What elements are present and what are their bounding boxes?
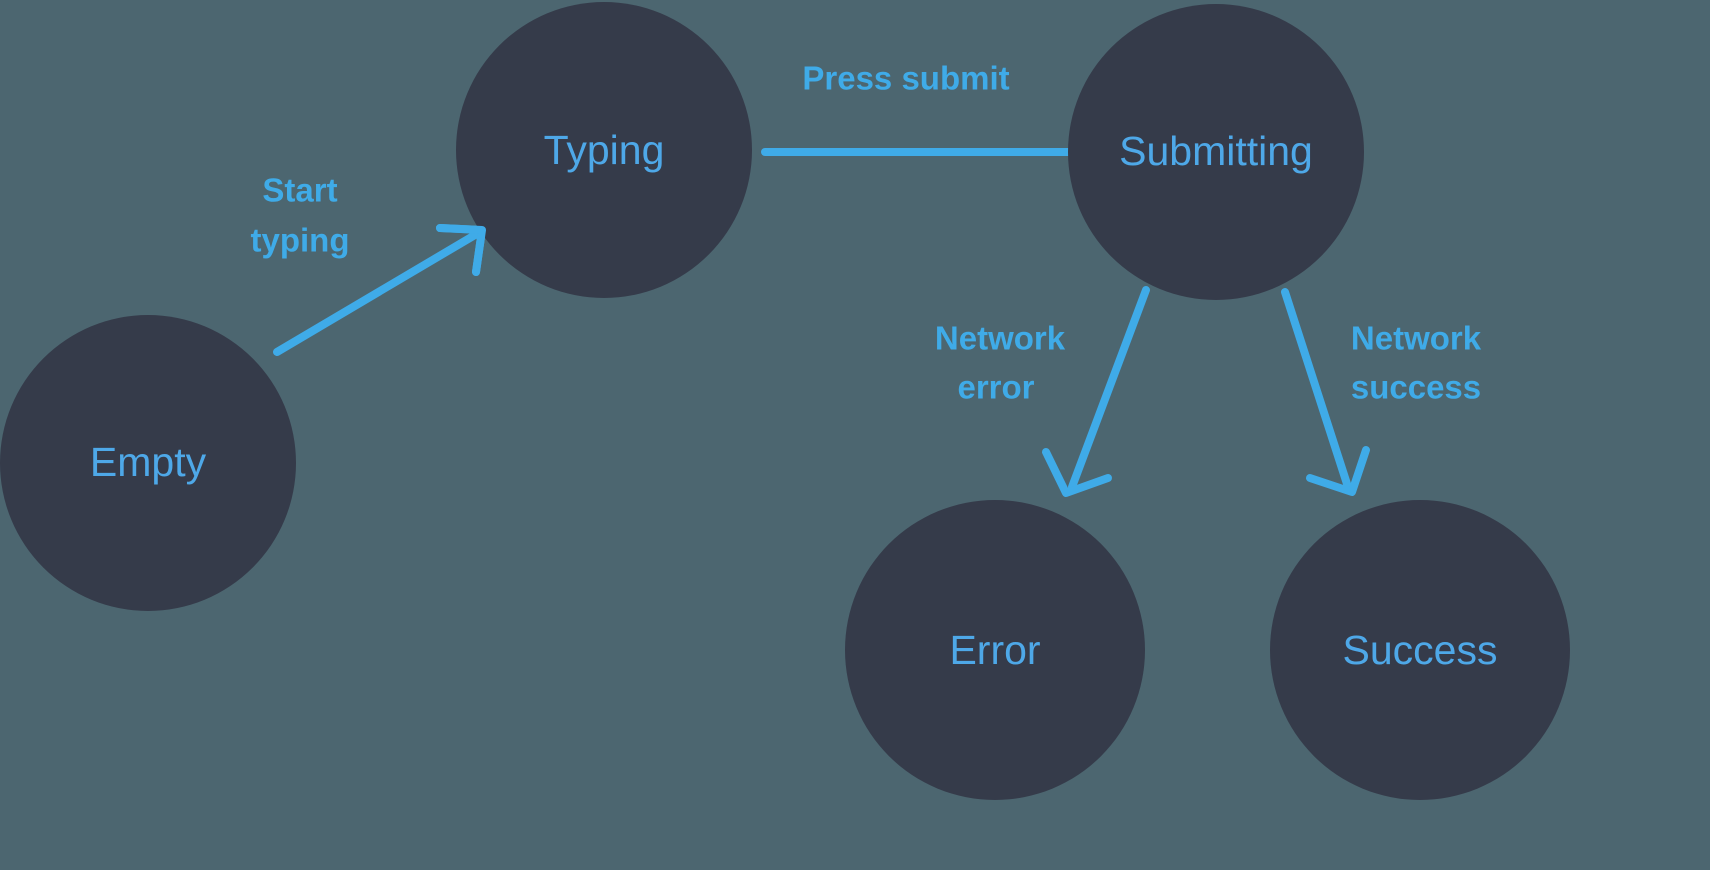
state-node-typing[interactable]: Typing — [456, 2, 752, 298]
edge-label-network-success-line2: success — [1351, 369, 1481, 406]
node-label-success: Success — [1343, 627, 1498, 673]
arrowhead-icon-typing-entry — [436, 224, 486, 276]
edge-label-start-typing-line1: Start — [262, 172, 337, 209]
state-node-empty[interactable]: Empty — [0, 315, 296, 611]
node-shape — [0, 315, 296, 611]
node-label-typing: Typing — [544, 127, 665, 173]
edge-submitting-to-success[interactable]: Network success — [1281, 288, 1482, 496]
edge-line — [273, 228, 484, 356]
node-shape — [456, 2, 752, 298]
node-label-error: Error — [949, 627, 1040, 673]
edge-line — [1068, 286, 1150, 491]
edges-group: Start typing Press submit Network error … — [251, 60, 1482, 497]
edge-line — [1281, 288, 1352, 491]
edge-empty-to-typing[interactable]: Start typing — [251, 172, 486, 356]
node-label-submitting: Submitting — [1119, 128, 1313, 174]
edge-label-press-submit: Press submit — [802, 60, 1009, 97]
nodes-group: Empty Typing Submitting Error Success — [0, 2, 1570, 800]
edge-submitting-to-error[interactable]: Network error — [935, 286, 1150, 497]
arrowheads-overlay — [436, 224, 486, 276]
node-shape — [1068, 4, 1364, 300]
node-shape — [845, 500, 1145, 800]
edge-label-network-error-line2: error — [957, 369, 1034, 406]
state-node-success[interactable]: Success — [1270, 500, 1570, 800]
edge-label-network-error-line1: Network — [935, 320, 1066, 357]
arrowhead-icon — [1042, 448, 1112, 497]
node-label-empty: Empty — [90, 439, 207, 485]
edge-label-start-typing-line2: typing — [251, 222, 350, 259]
state-node-error[interactable]: Error — [845, 500, 1145, 800]
edge-label-network-success-line1: Network — [1351, 320, 1482, 357]
arrowhead-icon — [1306, 446, 1370, 496]
state-node-submitting[interactable]: Submitting — [1068, 4, 1364, 300]
node-shape — [1270, 500, 1570, 800]
